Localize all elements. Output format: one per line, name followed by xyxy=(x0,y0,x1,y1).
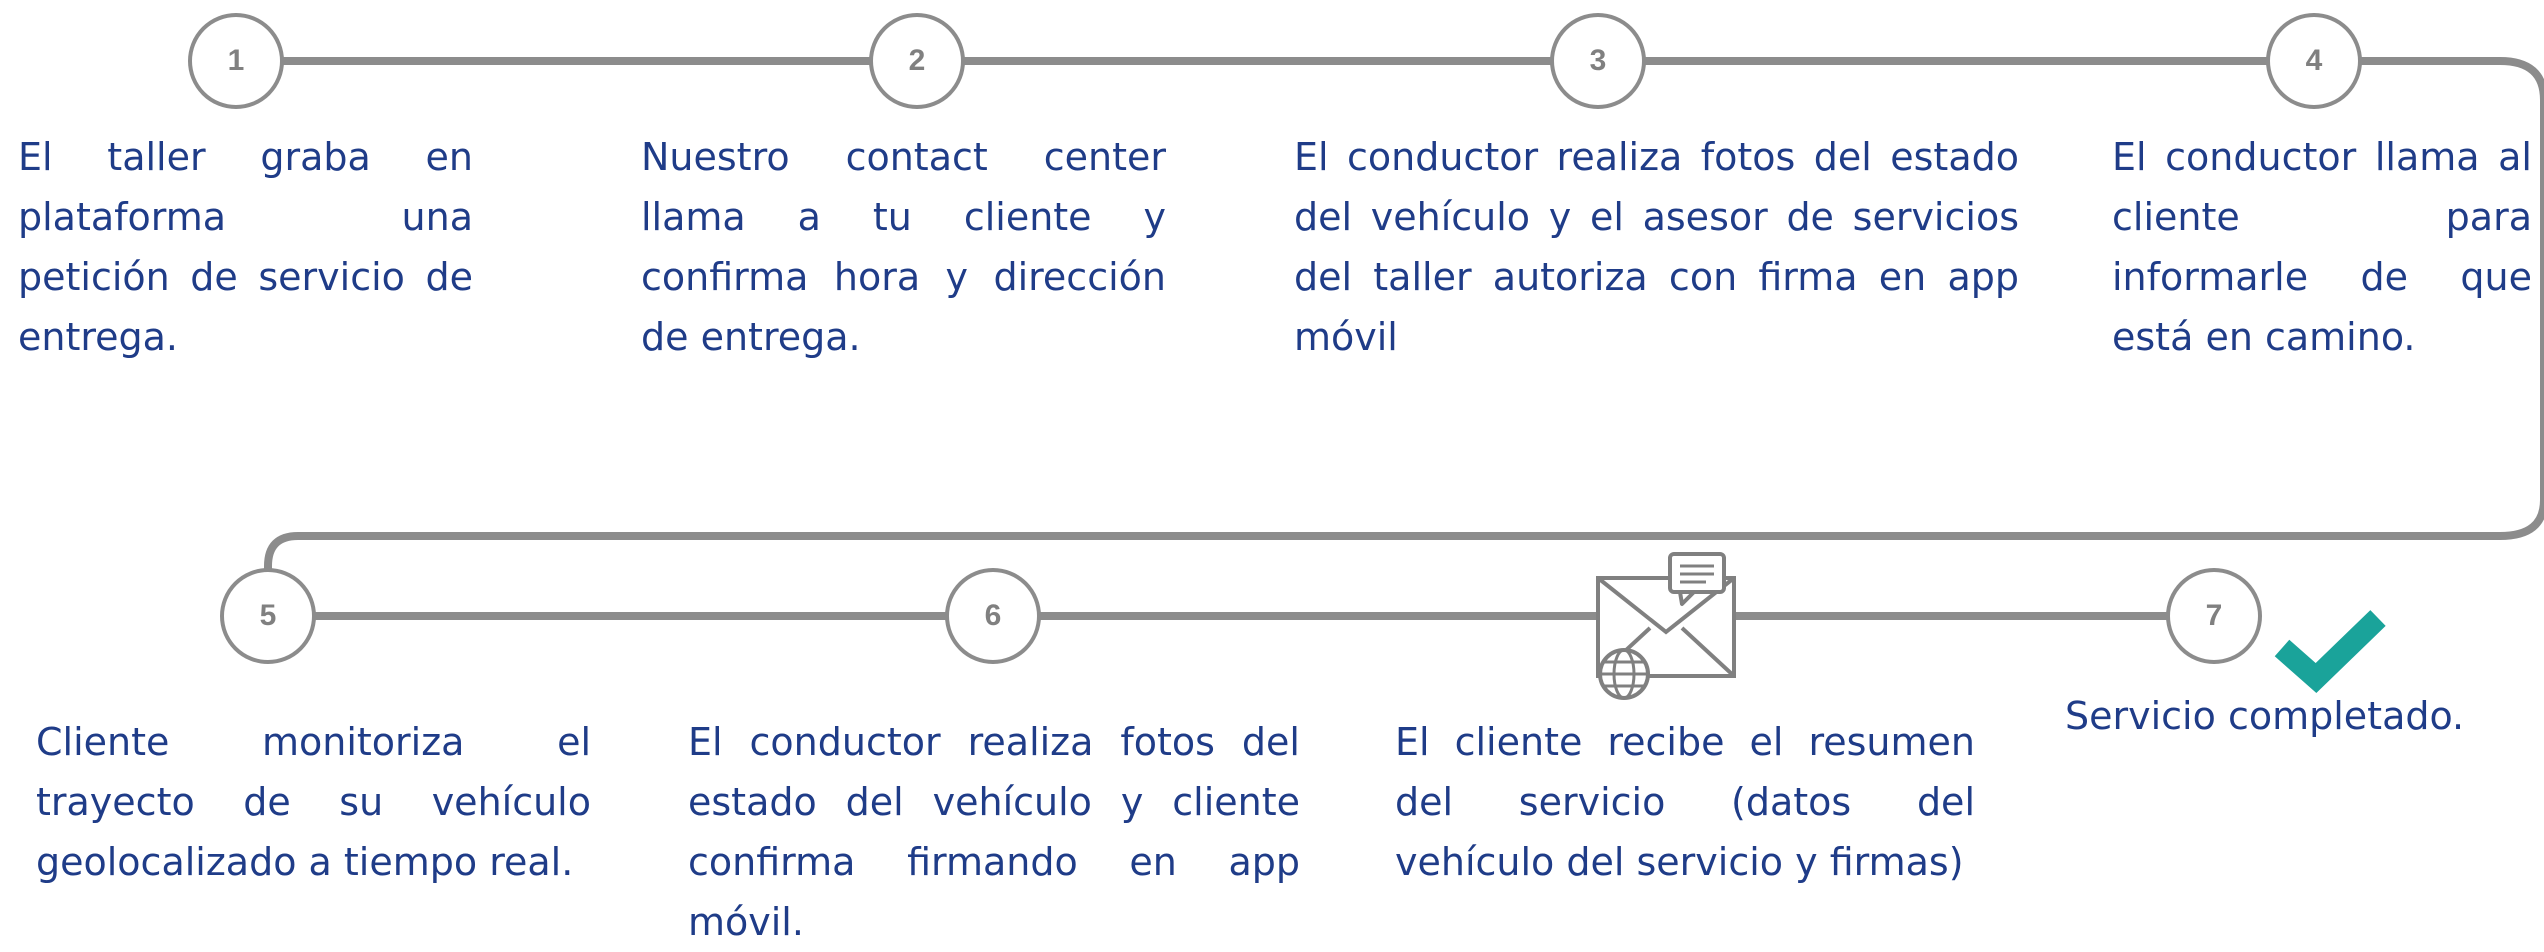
flow-connector-line xyxy=(232,57,2544,620)
step-5-number: 5 xyxy=(220,568,316,664)
step-5-text: Cliente monitoriza el trayecto de su veh… xyxy=(36,720,591,884)
step-1-text: El taller graba en plataforma una petici… xyxy=(18,135,473,359)
step-2-text: Nuestro contact center llama a tu client… xyxy=(641,135,1166,359)
step-6-number: 6 xyxy=(945,568,1041,664)
step-4-number: 4 xyxy=(2266,13,2362,109)
email-globe-icon xyxy=(1596,552,1736,700)
step-7-text: Servicio completado. xyxy=(2065,694,2465,738)
step-email-text: El cliente recibe el resumen del servici… xyxy=(1395,720,1975,884)
step-3-text: El conductor realiza fotos del estado de… xyxy=(1294,135,2019,359)
process-flow-diagram xyxy=(232,57,2544,700)
checkmark-icon xyxy=(2274,610,2386,693)
step-6-text: El conductor realiza fotos del estado de… xyxy=(688,720,1300,944)
step-2-number: 2 xyxy=(869,13,965,109)
step-7-number: 7 xyxy=(2166,568,2262,664)
step-4-text: El conductor llama al cliente para infor… xyxy=(2112,135,2532,359)
step-1-number: 1 xyxy=(188,13,284,109)
step-3-number: 3 xyxy=(1550,13,1646,109)
